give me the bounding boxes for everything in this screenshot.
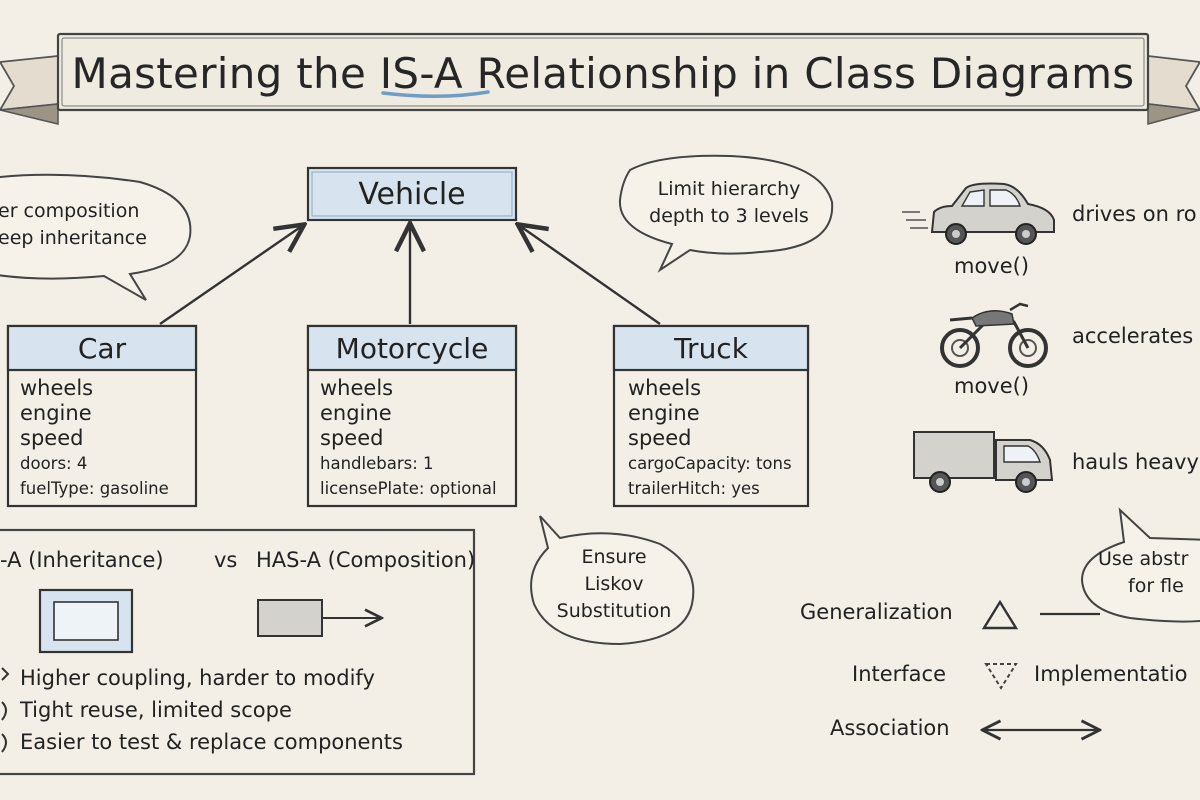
bubble-line: Liskov (584, 573, 644, 595)
truck-attr: engine (628, 401, 700, 425)
motorcycle-attr: speed (320, 426, 384, 450)
truck-attr: wheels (628, 376, 702, 400)
car-attr: doors: 4 (20, 454, 88, 473)
bubble-hierarchy (618, 154, 834, 273)
class-vehicle (306, 166, 518, 222)
comparison-panel (0, 528, 476, 776)
car-attributes: wheels engine speed doors: 4 fuelType: g… (20, 376, 169, 501)
car-class-name: Car (77, 331, 127, 365)
class-truck (612, 324, 810, 508)
vehicle-class-name: Vehicle (358, 176, 466, 212)
bubble-line: Use abstr (1098, 548, 1189, 570)
motorcycle-attributes: wheels engine speed handlebars: 1 licens… (320, 376, 497, 501)
truck-class-name: Truck (674, 331, 748, 365)
truck-icon (913, 431, 1054, 493)
bubble-line: Ensure (581, 546, 647, 568)
truck-attributes: wheels engine speed cargoCapacity: tons … (628, 376, 792, 501)
comparison-heading-left: -A (Inheritance) (0, 548, 164, 572)
inheritance-arrows (159, 226, 661, 325)
motorcycle-behavior-text: accelerates (1072, 324, 1194, 348)
bubble-line: depth to 3 levels (649, 205, 809, 227)
bubble-line: er composition (0, 200, 140, 222)
bubble-line: for fle (1128, 575, 1184, 597)
composition-box-icon (257, 599, 323, 637)
car-move-method: move() (954, 254, 1030, 278)
bubble-line: Substitution (556, 600, 672, 622)
motorcycle-icon (940, 302, 1048, 368)
car-attr: speed (20, 426, 84, 450)
truck-attr: cargoCapacity: tons (628, 454, 792, 473)
bubble-hierarchy-text: Limit hierarchy depth to 3 levels (634, 176, 824, 230)
arrow-truck-to-vehicle (520, 226, 661, 325)
legend-symbols (981, 599, 1100, 730)
car-behavior-text: drives on ro (1072, 202, 1197, 226)
comparison-heading-vs: vs (214, 548, 238, 572)
truck-behavior-text: hauls heavy (1072, 450, 1199, 474)
motorcycle-move-method: move() (954, 374, 1030, 398)
comparison-point: Easier to test & replace components (20, 730, 403, 754)
comparison-point: Tight reuse, limited scope (20, 698, 292, 722)
legend-association: Association (830, 716, 950, 740)
class-motorcycle (306, 324, 518, 508)
comparison-heading-right: HAS-A (Composition) (256, 548, 476, 572)
motorcycle-class-name: Motorcycle (335, 331, 489, 365)
truck-attr: trailerHitch: yes (628, 479, 760, 498)
title-banner (0, 32, 1200, 125)
bubble-line: eep inheritance (0, 227, 147, 249)
bubble-composition-text: er composition eep inheritance (0, 198, 147, 252)
bubble-liskov-text: Ensure Liskov Substitution (540, 544, 688, 625)
bubble-composition (0, 173, 192, 301)
bubble-abstraction-text: Use abstr for fle (1098, 546, 1188, 600)
bubble-liskov (530, 515, 695, 646)
class-car (6, 324, 198, 508)
car-attr: engine (20, 401, 92, 425)
motorcycle-attr: wheels (320, 376, 394, 400)
car-attr: fuelType: gasoline (20, 479, 169, 498)
truck-attr: speed (628, 426, 692, 450)
car-attr: wheels (20, 376, 94, 400)
comparison-point: Higher coupling, harder to modify (20, 666, 375, 690)
bubble-abstraction (1080, 507, 1200, 623)
legend-interface: Interface (852, 662, 947, 686)
page-title: Mastering the IS-A Relationship in Class… (71, 48, 1135, 98)
legend-implementation: Implementatio (1034, 662, 1188, 686)
legend-generalization: Generalization (800, 600, 953, 624)
car-icon (902, 182, 1055, 245)
motorcycle-attr: handlebars: 1 (320, 454, 434, 473)
motorcycle-attr: licensePlate: optional (320, 479, 497, 498)
bubble-line: Limit hierarchy (657, 178, 801, 200)
generalization-triangle-icon (981, 599, 1019, 630)
interface-triangle-icon (984, 663, 1018, 690)
motorcycle-attr: engine (320, 401, 392, 425)
arrow-car-to-vehicle (159, 226, 302, 325)
